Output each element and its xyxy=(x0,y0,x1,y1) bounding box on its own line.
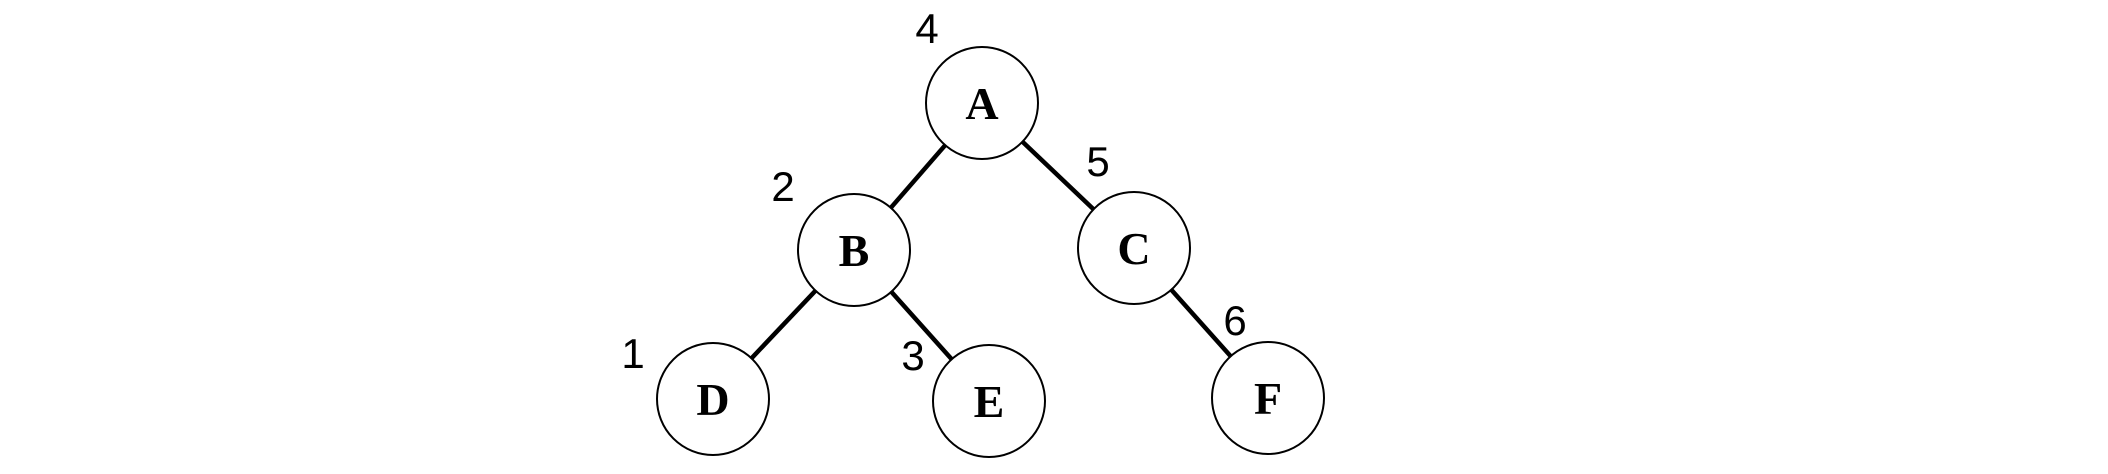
tree-node-D: D1 xyxy=(621,330,770,456)
tree-edge-B-E xyxy=(889,290,954,361)
tree-node-A: A4 xyxy=(915,5,1039,160)
traversal-order-label-B: 2 xyxy=(771,163,794,210)
traversal-order-label-A: 4 xyxy=(915,5,938,52)
node-circle-D xyxy=(656,342,770,456)
tree-node-E: E3 xyxy=(901,332,1046,458)
node-label-B: B xyxy=(839,225,870,276)
node-label-A: A xyxy=(965,78,998,129)
node-circle-E xyxy=(932,344,1046,458)
node-circle-C xyxy=(1077,191,1191,305)
node-label-C: C xyxy=(1117,223,1150,274)
tree-edge-A-B xyxy=(889,143,947,210)
tree-node-C: C5 xyxy=(1077,138,1191,305)
tree-edge-C-F xyxy=(1169,288,1233,358)
traversal-order-label-D: 1 xyxy=(621,330,644,377)
traversal-order-label-C: 5 xyxy=(1086,138,1109,185)
traversal-order-label-E: 3 xyxy=(901,332,924,379)
tree-edge-B-D xyxy=(749,289,818,360)
node-label-D: D xyxy=(696,374,729,425)
node-label-E: E xyxy=(974,376,1005,427)
node-circle-B xyxy=(797,193,911,307)
tree-edge-A-C xyxy=(1020,140,1096,211)
node-label-F: F xyxy=(1254,373,1282,424)
tree-node-F: F6 xyxy=(1211,297,1325,455)
traversal-order-label-F: 6 xyxy=(1223,297,1246,344)
tree-node-B: B2 xyxy=(771,163,911,307)
node-circle-A xyxy=(925,46,1039,160)
node-circle-F xyxy=(1211,341,1325,455)
